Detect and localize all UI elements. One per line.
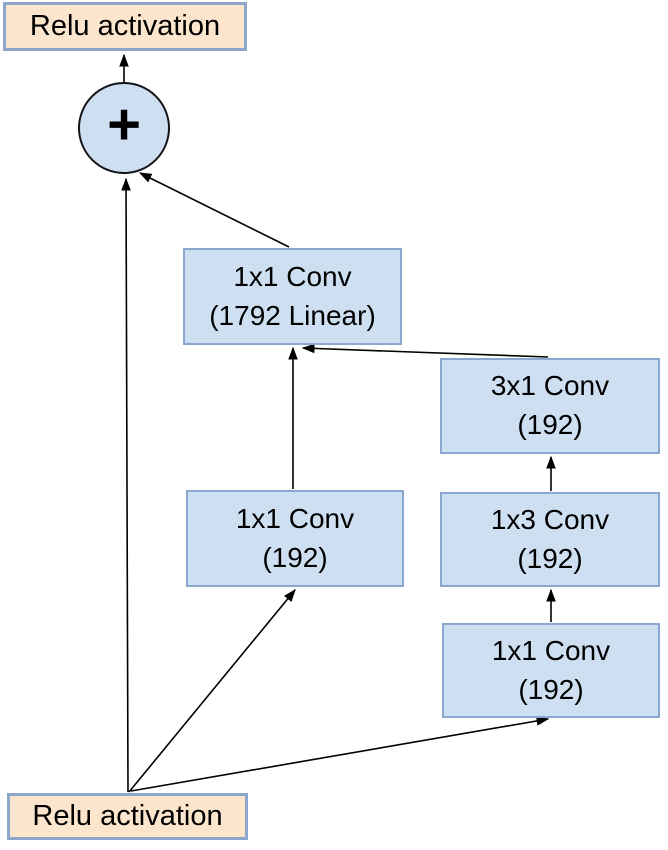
conv-1x1-1792-linear-line2: (1792 Linear) — [209, 299, 376, 331]
relu-activation-input-box: Relu activation — [7, 793, 248, 840]
edge-relu-bottom-to-sum — [121, 177, 131, 793]
conv-1x3-192-line1: 1x3 Conv — [490, 503, 610, 535]
edge-relu-bottom-to-conv-1x1-right — [130, 716, 550, 792]
edge-relu-bottom-to-conv-1x1-left — [128, 589, 296, 793]
conv-3x1-192-line2: (192) — [517, 409, 583, 440]
conv-1x1-192-left-box: 1x1 Conv (192) — [186, 490, 404, 587]
conv-1x3-192-line2: (192) — [517, 542, 583, 574]
relu-activation-input-label: Relu activation — [32, 799, 223, 832]
relu-activation-output-label: Relu activation — [29, 9, 221, 42]
conv-1x1-192-right-line2: (192) — [518, 673, 584, 705]
conv-1x1-192-left-line2: (192) — [262, 541, 328, 573]
edge-conv-3x1-to-conv-linear — [301, 343, 549, 358]
plus-symbol: + — [107, 92, 141, 157]
conv-1x1-192-right-line1: 1x1 Conv — [491, 634, 611, 666]
conv-3x1-192-line1: 3x1 Conv — [490, 370, 610, 402]
conv-1x1-192-left-line1: 1x1 Conv — [235, 502, 355, 534]
relu-activation-output-box: Relu activation — [3, 2, 247, 51]
conv-1x1-1792-linear-box: 1x1 Conv (1792 Linear) — [183, 248, 402, 345]
edge-conv-linear-to-sum — [138, 172, 290, 248]
conv-1x1-1792-linear-line1: 1x1 Conv — [233, 260, 352, 292]
conv-3x1-192-box: 3x1 Conv (192) — [440, 358, 660, 454]
conv-1x1-192-right-box: 1x1 Conv (192) — [442, 623, 660, 718]
residual-sum-circle: + — [78, 82, 170, 174]
conv-1x3-192-box: 1x3 Conv (192) — [440, 492, 660, 587]
